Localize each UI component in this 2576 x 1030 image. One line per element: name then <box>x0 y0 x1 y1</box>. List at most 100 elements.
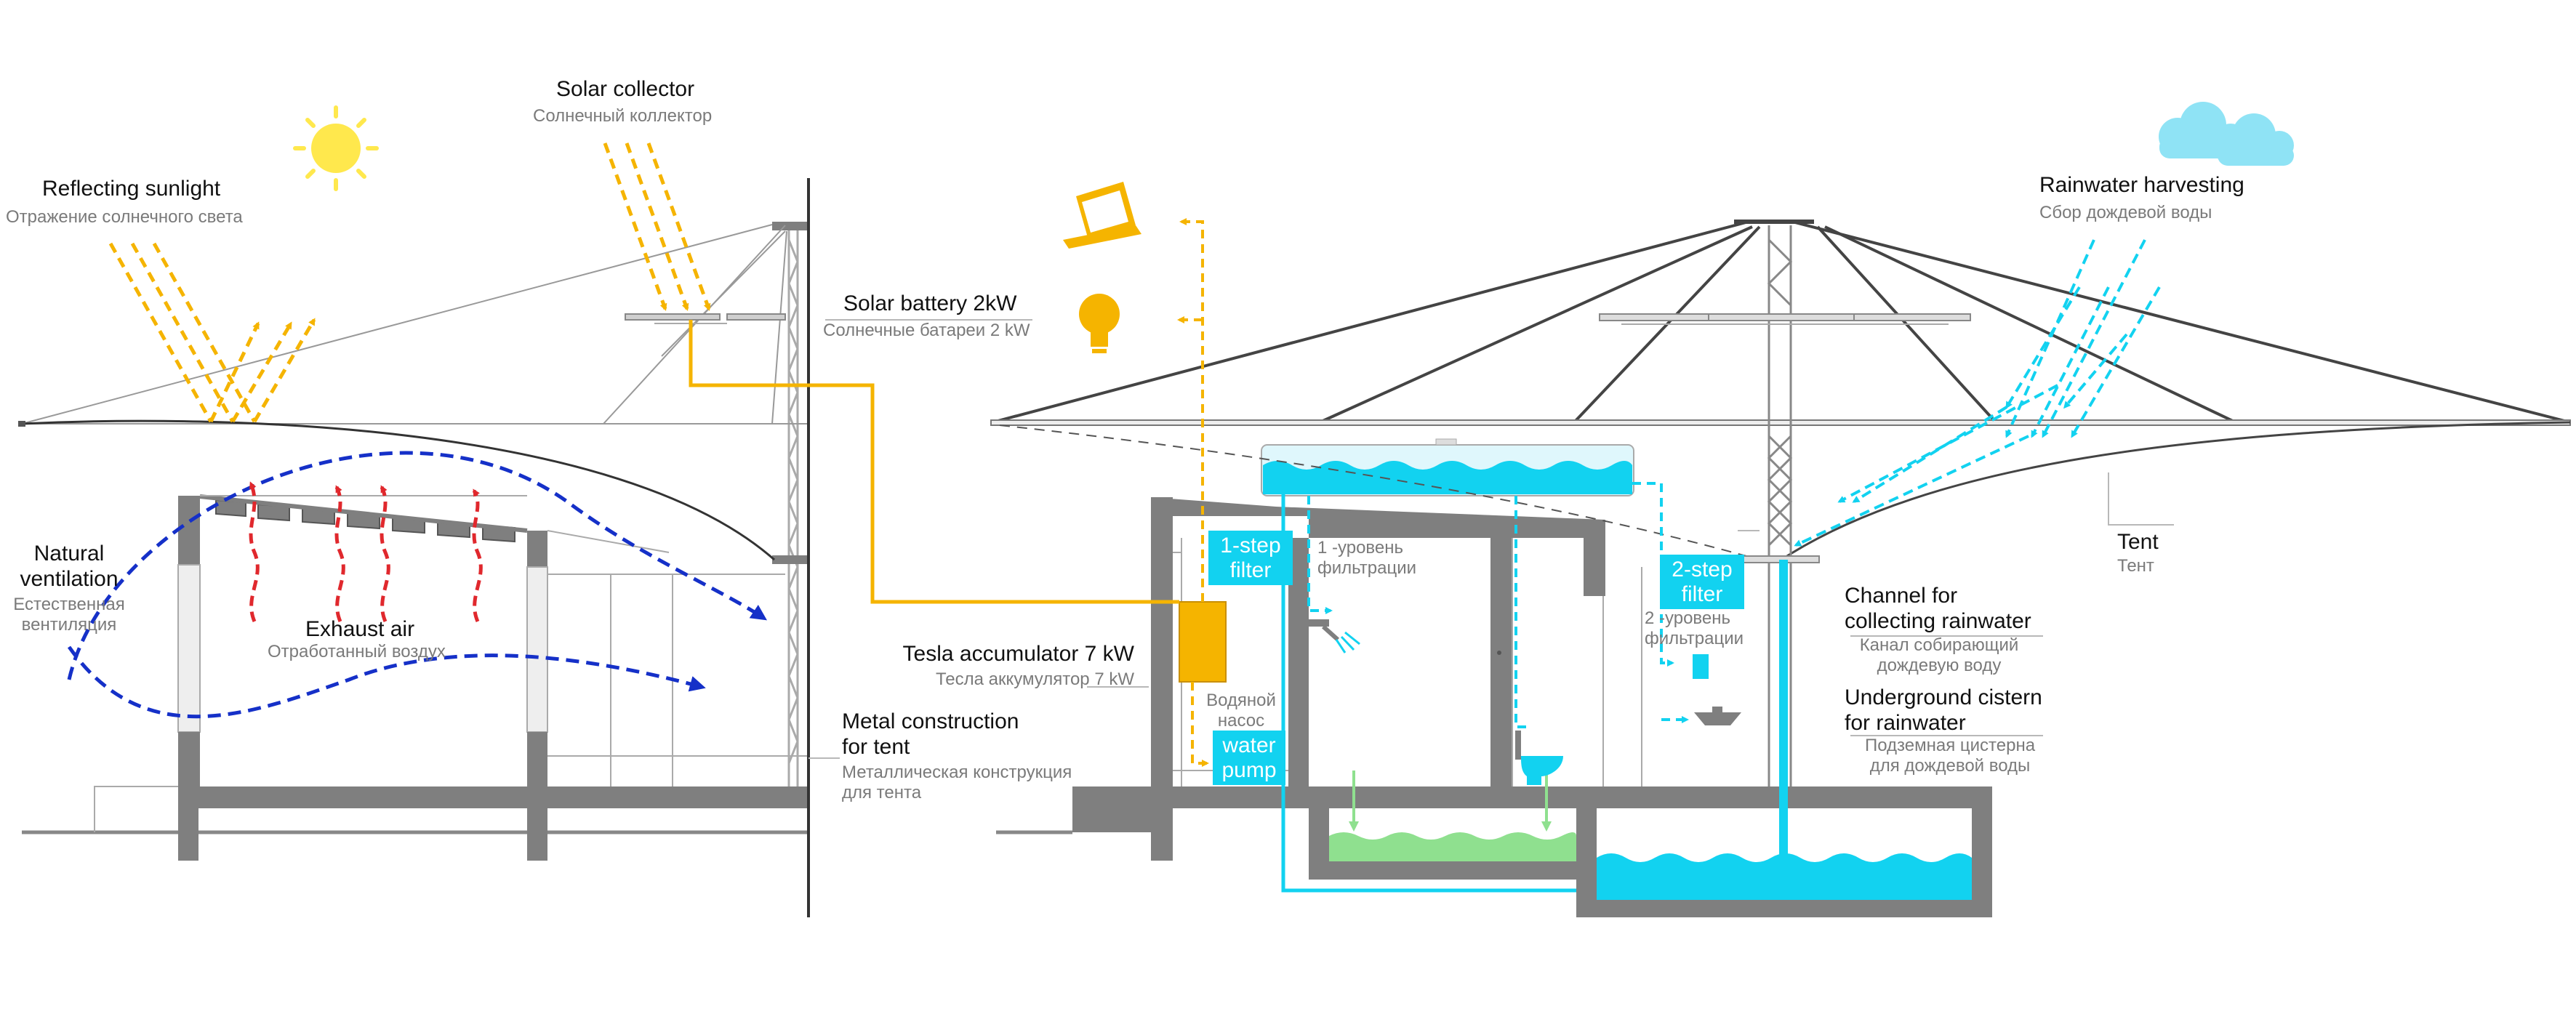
tent-label: Tent <box>2117 530 2159 554</box>
solar-battery-label-ru: Солнечные батареи 2 kW <box>823 321 1030 340</box>
door-handle <box>1497 651 1501 655</box>
cistern-line2: for rainwater <box>1845 710 1966 735</box>
exhaust-air-label: Exhaust air <box>305 617 415 641</box>
floor-slab-left <box>178 786 807 808</box>
filter-2-ru-line2: фильтрации <box>1645 628 1744 648</box>
greywater-drain-arrows <box>1349 771 1552 832</box>
mast-bracket <box>772 555 807 564</box>
foundation-pier-1 <box>178 808 198 861</box>
mast-truss-left <box>787 222 799 786</box>
solar-panel-left-1 <box>625 313 721 321</box>
water-pump-en-line1: water <box>1222 733 1276 757</box>
cistern-line1: Underground cistern <box>1845 685 2042 709</box>
filter-1-ru-line2: фильтрации <box>1317 558 1417 578</box>
natural-ventilation-label-ru: Естественная вентиляция <box>0 595 138 635</box>
roof-water-tank-cap <box>1435 438 1457 446</box>
sink-icon <box>1694 707 1741 725</box>
metal-construction-label-ru: Металлическая конструкция для тента <box>842 763 1072 802</box>
natural-ventilation-ru-line2: вентиляция <box>21 614 117 635</box>
filter-1-line1: 1-step <box>1220 534 1281 558</box>
filter-1-chip: 1-step filter <box>1208 531 1293 586</box>
roof-louvers <box>215 499 515 543</box>
laptop-icon <box>1063 182 1141 249</box>
roof-water-tank-water <box>1263 461 1632 494</box>
filter-2-chip: 2-step filter <box>1660 555 1744 610</box>
roof-slab-right <box>1151 497 1605 538</box>
natural-ventilation-flow <box>67 451 767 719</box>
filter-2-line1: 2-step <box>1672 558 1733 582</box>
tent-edge-left <box>18 421 25 427</box>
channel-label: Channel for collecting rainwater <box>1845 584 2031 634</box>
solar-battery-label: Solar battery 2kW <box>843 291 1017 315</box>
tesla-accumulator-label-ru: Тесла аккумулятор 7 kW <box>935 669 1134 689</box>
cistern-ru-line1: Подземная цистерна <box>1864 736 2036 755</box>
metal-construction-line2: for tent <box>842 734 910 759</box>
channel-ru-line2: дождевую воду <box>1877 655 2002 675</box>
exhaust-air-flow <box>249 481 483 622</box>
filter-2-ru-line1: 2 -уровень <box>1645 608 1731 628</box>
channel-label-ru: Канал собирающий дождевую воду <box>1845 635 2034 675</box>
natural-ventilation-label: Natural ventilation <box>15 542 124 592</box>
water-pump-chip: water pump <box>1213 731 1285 786</box>
tent-membrane-left <box>21 419 775 561</box>
annex-structure <box>547 530 807 786</box>
tesla-accumulator <box>1179 601 1227 683</box>
sun-icon <box>293 105 379 191</box>
cistern-water <box>1597 853 1972 900</box>
label-leader-lines-right <box>1087 472 2174 736</box>
solar-panel-left-2 <box>726 313 786 321</box>
water-pump-ru-line1: Водяной <box>1206 691 1276 710</box>
foundation-pier-2 <box>527 808 547 861</box>
solar-collector-rays <box>603 142 711 311</box>
cistern-label-ru: Подземная цистерна для дождевой воды <box>1845 736 2055 776</box>
greywater-tank <box>1309 808 1576 880</box>
solar-panels-right <box>1599 313 1971 321</box>
mast-cap-top <box>772 222 807 230</box>
cistern-ru-line2: для дождевой воды <box>1869 755 2031 776</box>
lightbulb-icon <box>1079 294 1120 353</box>
tent-membrane-right <box>1781 421 2571 561</box>
filter-1-ru-line1: 1 -уровень <box>1317 538 1404 558</box>
greywater-level <box>1329 832 1576 861</box>
right-section <box>990 220 2571 917</box>
rainwater-harvesting-arrows <box>1794 239 2161 547</box>
solar-collector-label: Solar collector <box>556 77 695 101</box>
cup-icon <box>1693 654 1709 679</box>
filter-2-label-ru: 2 -уровень фильтрации <box>1645 608 1744 648</box>
reflecting-sunlight-rays <box>108 242 316 423</box>
solar-wiring <box>689 320 1179 604</box>
wall-right-glass <box>526 566 548 733</box>
wall-right-bldg-left <box>1151 497 1173 635</box>
channel-line2: collecting rainwater <box>1845 608 2031 633</box>
interior-wall-2 <box>1490 538 1512 789</box>
tent-rim-right <box>990 419 2571 426</box>
exhaust-air-label-ru: Отработанный воздух <box>268 642 446 661</box>
wall-right-bldg-right <box>1584 538 1605 596</box>
rainwater-harvesting-label: Rainwater harvesting <box>2039 173 2244 197</box>
cistern-label: Underground cistern for rainwater <box>1845 685 2042 736</box>
underground-cistern <box>1576 808 1992 917</box>
reflecting-sunlight-label-ru: Отражение солнечного света <box>6 207 243 227</box>
metal-construction-ru-line2: для тента <box>842 782 922 802</box>
terrain-step <box>94 786 178 832</box>
label-leader-lines-left <box>808 319 1032 759</box>
filter-1-label-ru: 1 -уровень фильтрации <box>1317 538 1416 578</box>
natural-ventilation-label-line1: Natural <box>33 542 105 566</box>
channel-ru-line1: Канал собирающий <box>1859 635 2019 655</box>
wall-right-top <box>527 531 547 567</box>
wall-left-bottom <box>178 732 200 786</box>
wall-right-bottom <box>527 732 547 786</box>
reflecting-sunlight-label: Reflecting sunlight <box>42 177 221 201</box>
tent-membrane-right-dashed <box>999 425 1760 560</box>
water-pump-label-ru: Водяной насос <box>1194 691 1288 731</box>
shower-icon <box>1309 619 1360 653</box>
solar-collector-label-ru: Солнечный коллектор <box>533 106 713 126</box>
water-pump-en-line2: pump <box>1221 757 1277 782</box>
ground-slab-right <box>1072 786 1992 832</box>
water-pump-ru-line2: насос <box>1217 710 1265 731</box>
metal-construction-ru-line1: Металлическая конструкция <box>842 763 1072 782</box>
toilet-icon <box>1515 731 1563 785</box>
channel-line1: Channel for <box>1845 584 1958 608</box>
wall-left-top <box>178 496 200 565</box>
